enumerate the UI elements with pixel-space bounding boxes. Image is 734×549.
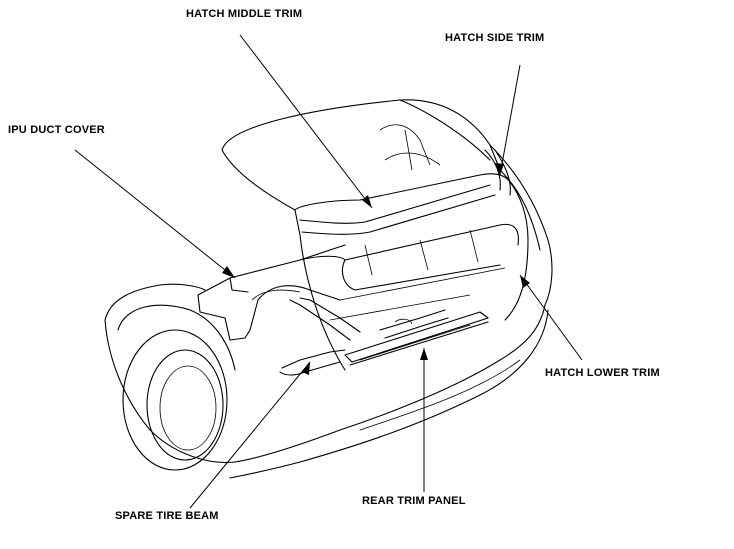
spare-tire-beam <box>279 297 449 376</box>
leader-hatch-side-trim <box>499 64 521 176</box>
ipu-duct-cover <box>197 244 346 341</box>
arrow-hatch-lower-trim <box>520 275 530 288</box>
leader-ipu-duct-cover <box>74 149 236 279</box>
label-spare-tire-beam: SPARE TIRE BEAM <box>115 510 219 522</box>
leader-spare-tire-beam <box>189 361 311 509</box>
leader-hatch-middle-trim <box>239 34 373 209</box>
arrow-rear-trim-panel <box>420 348 428 360</box>
arrow-spare-tire-beam <box>302 362 310 375</box>
cargo-interior <box>294 124 529 371</box>
leader-hatch-lower-trim <box>519 274 583 361</box>
label-hatch-lower-trim: HATCH LOWER TRIM <box>545 367 660 379</box>
arrow-hatch-middle-trim <box>362 195 372 208</box>
leader-lines <box>74 34 583 509</box>
label-rear-trim-panel: REAR TRIM PANEL <box>362 495 466 507</box>
arrow-ipu-duct-cover <box>222 266 235 278</box>
label-ipu-duct-cover: IPU DUCT COVER <box>8 124 105 136</box>
rear-trim-panel <box>344 311 489 366</box>
arrow-hatch-side-trim <box>495 163 504 175</box>
label-hatch-middle-trim: HATCH MIDDLE TRIM <box>186 8 303 20</box>
arrowheads <box>222 163 530 375</box>
car-body <box>104 99 553 479</box>
label-hatch-side-trim: HATCH SIDE TRIM <box>445 32 545 44</box>
